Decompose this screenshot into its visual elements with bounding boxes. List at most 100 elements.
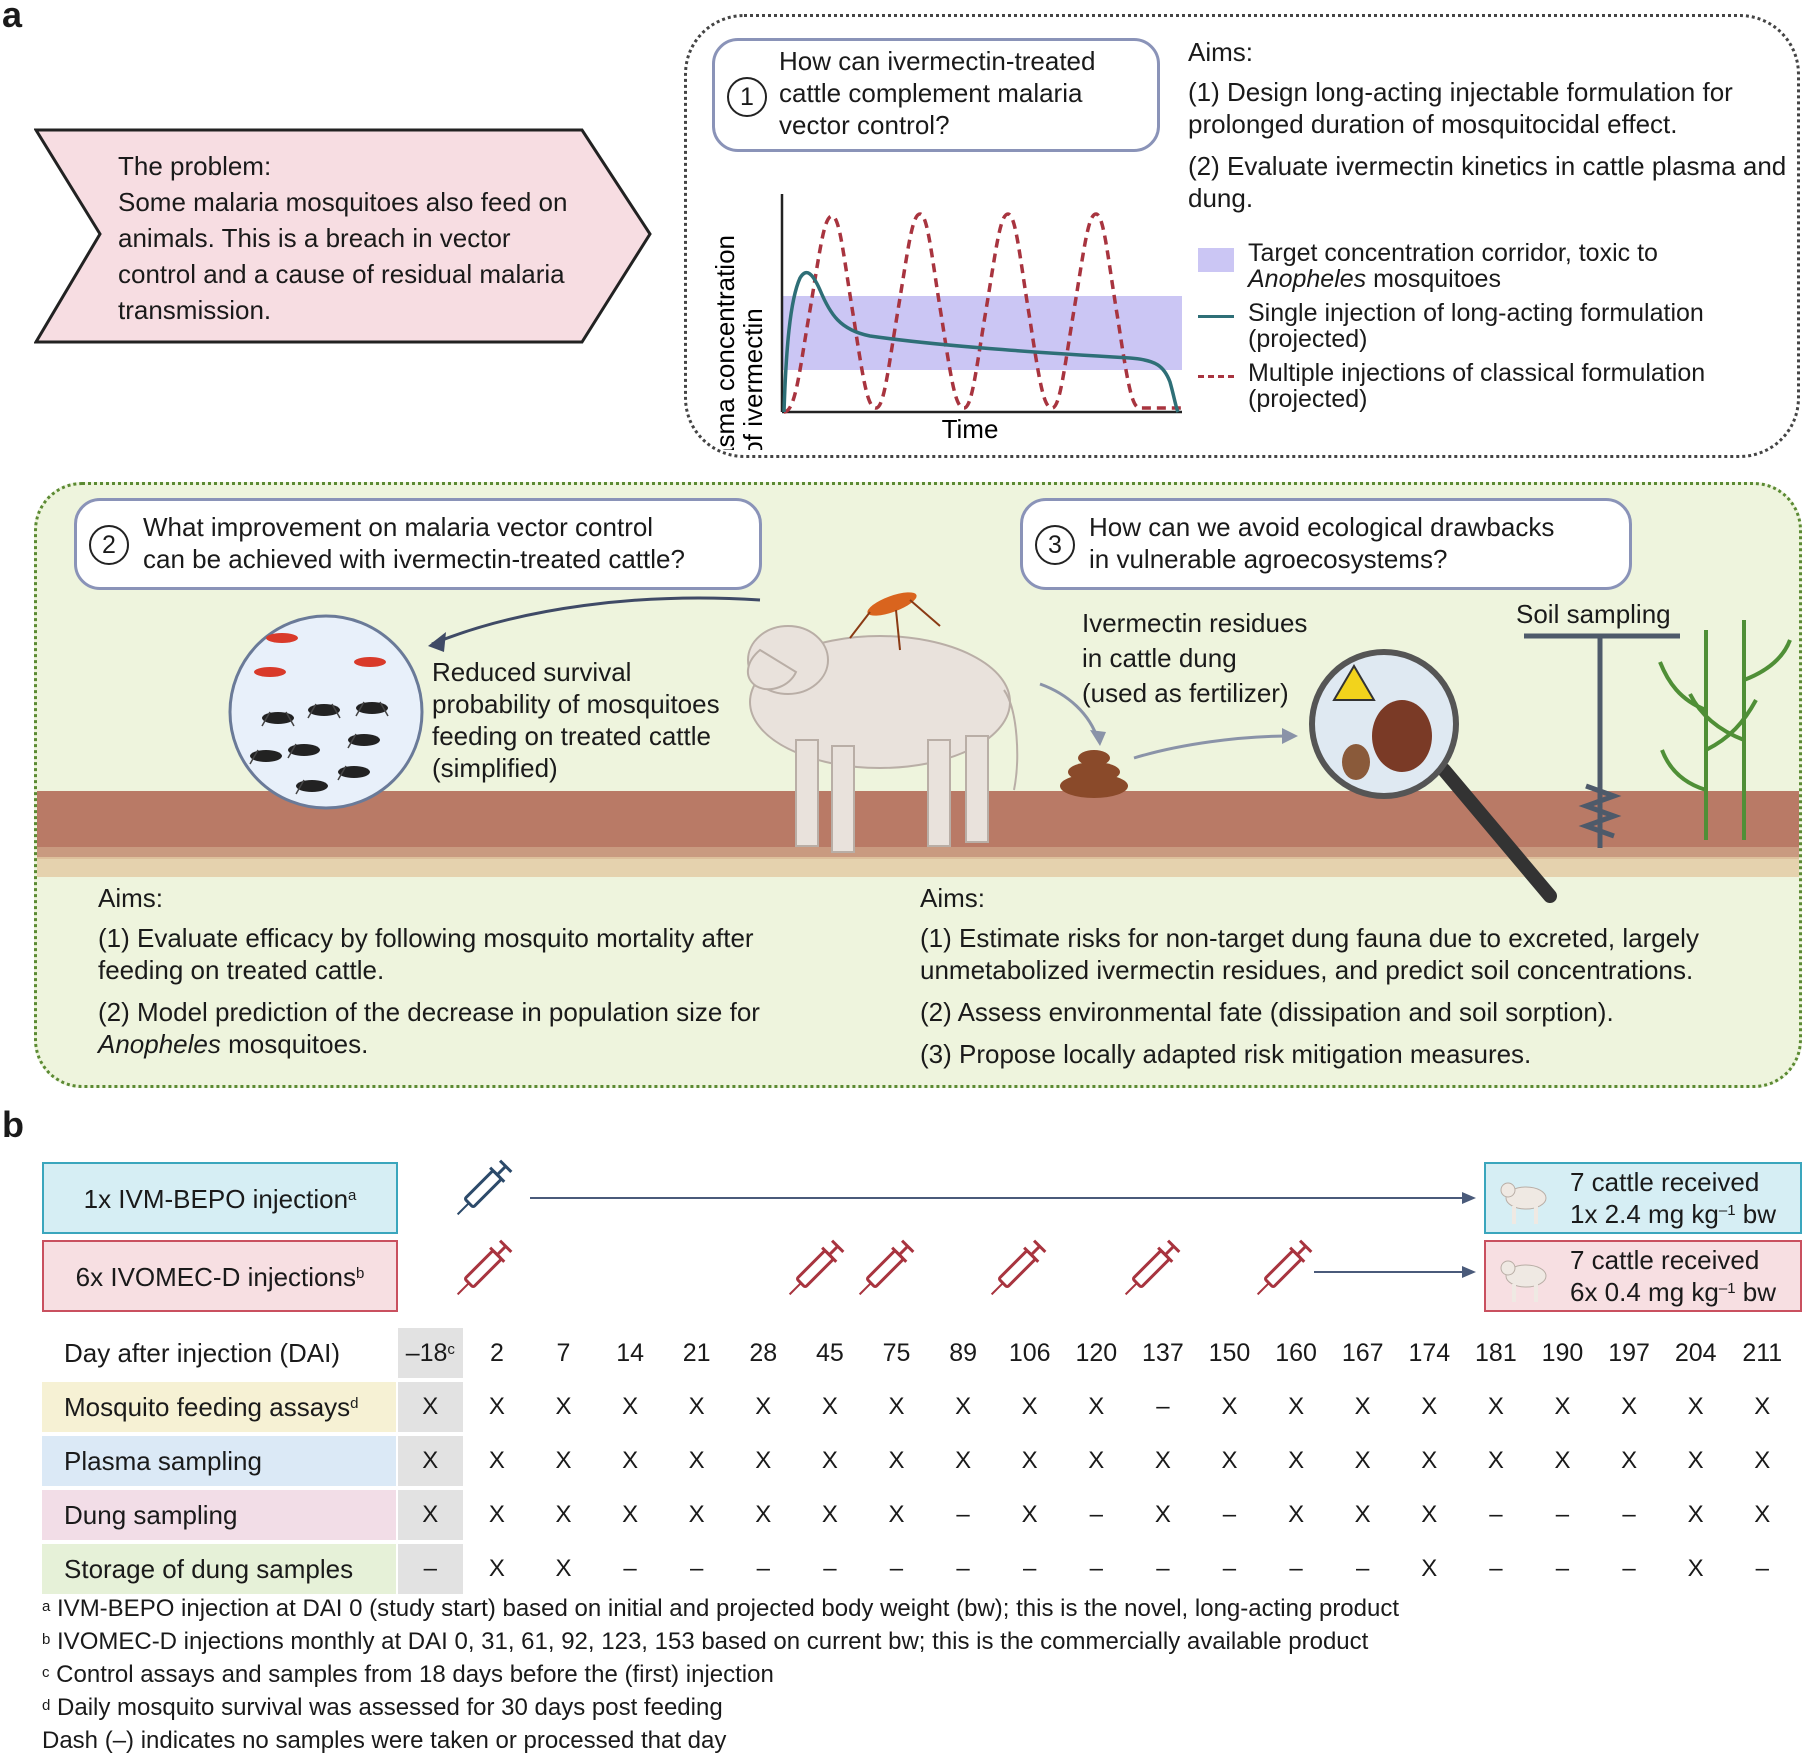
aims-3-heading: Aims: bbox=[920, 883, 985, 913]
table-cell: X bbox=[864, 1436, 929, 1486]
table-cell: – bbox=[864, 1544, 929, 1594]
table-cell: – bbox=[1596, 1490, 1662, 1540]
aims-3-item-1: (1) Estimate risks for non-target dung f… bbox=[920, 923, 1699, 985]
table-cell: X bbox=[464, 1490, 530, 1540]
group-2-result-box: 7 cattle received 6x 0.4 mg kg–1 bw bbox=[1484, 1240, 1802, 1312]
table-cell: X bbox=[1463, 1436, 1529, 1486]
table-cell: X bbox=[1397, 1382, 1462, 1432]
table-cell: – bbox=[930, 1490, 996, 1540]
aims-1: Aims: (1) Design long-acting injectable … bbox=[1188, 36, 1788, 224]
soil-sampling-label: Soil sampling bbox=[1516, 599, 1671, 629]
table-cell: X bbox=[398, 1490, 463, 1540]
table-cell: X bbox=[464, 1436, 530, 1486]
aims-2-item-2: (2) Model prediction of the decrease in … bbox=[98, 997, 760, 1059]
aims-2: Aims: (1) Evaluate efficacy by following… bbox=[98, 882, 878, 1070]
table-cell: X bbox=[398, 1382, 463, 1432]
table-cell: – bbox=[398, 1544, 463, 1594]
magnifier-illustration bbox=[1309, 649, 1557, 903]
table-cell: – bbox=[731, 1544, 796, 1594]
footnotes: a IVM-BEPO injection at DAI 0 (study sta… bbox=[42, 1592, 1802, 1757]
table-cell: – bbox=[930, 1544, 996, 1594]
question-2-line-1: What improvement on malaria vector contr… bbox=[143, 512, 654, 542]
table-cell: – bbox=[1530, 1544, 1595, 1594]
problem-heading: The problem: bbox=[118, 151, 272, 181]
syringe-icon-group-2-4 bbox=[983, 1237, 1049, 1303]
injection-timeline bbox=[449, 1158, 1476, 1303]
table-cell: X bbox=[997, 1382, 1062, 1432]
cattle-icon bbox=[1500, 1260, 1547, 1302]
table-day-19: 204 bbox=[1663, 1328, 1728, 1378]
table-cell: – bbox=[597, 1544, 663, 1594]
group-1-label-box: 1x IVM-BEPO injectiona bbox=[42, 1162, 398, 1234]
table-cell: X bbox=[1330, 1490, 1395, 1540]
table-cell: X bbox=[731, 1382, 796, 1432]
question-3-number: 3 bbox=[1035, 525, 1075, 565]
table-cell: X bbox=[1130, 1490, 1196, 1540]
question-1-text: How can ivermectin-treated cattle comple… bbox=[779, 46, 1096, 140]
arrow-to-mosquitoes bbox=[431, 596, 761, 646]
table-day-0: –18c bbox=[398, 1328, 463, 1378]
table-cell: X bbox=[1663, 1436, 1728, 1486]
table-day-2: 7 bbox=[531, 1328, 596, 1378]
table-cell: X bbox=[864, 1490, 929, 1540]
table-day-12: 150 bbox=[1197, 1328, 1262, 1378]
table-cell: – bbox=[1130, 1544, 1196, 1594]
aims-1-heading: Aims: bbox=[1188, 37, 1253, 67]
table-cell: X bbox=[930, 1382, 996, 1432]
group-1-result-box: 7 cattle received 1x 2.4 mg kg–1 bw bbox=[1484, 1162, 1802, 1234]
table-cell: X bbox=[797, 1382, 863, 1432]
aims-3-item-2: (2) Assess environmental fate (dissipati… bbox=[920, 997, 1614, 1027]
table-cell: X bbox=[664, 1436, 729, 1486]
table-cell: X bbox=[1130, 1436, 1196, 1486]
table-cell: – bbox=[1263, 1544, 1329, 1594]
table-cell: – bbox=[1596, 1544, 1662, 1594]
footnote-dash: Dash (–) indicates no samples were taken… bbox=[42, 1727, 727, 1754]
aims-1-item-2: (2) Evaluate ivermectin kinetics in catt… bbox=[1188, 151, 1787, 213]
table-day-18: 197 bbox=[1596, 1328, 1662, 1378]
aims-2-item-1: (1) Evaluate efficacy by following mosqu… bbox=[98, 923, 754, 985]
table-row-label: Dung sampling bbox=[42, 1490, 396, 1540]
cattle-illustration bbox=[746, 625, 1019, 853]
question-2-line-2: can be achieved with ivermectin-treated … bbox=[143, 544, 685, 574]
syringe-icon-group-2-2 bbox=[781, 1237, 847, 1303]
table-day-17: 190 bbox=[1530, 1328, 1595, 1378]
table-cell: – bbox=[997, 1544, 1062, 1594]
table-day-9: 106 bbox=[997, 1328, 1062, 1378]
table-cell: X bbox=[797, 1436, 863, 1486]
table-cell: X bbox=[1330, 1436, 1395, 1486]
table-cell: X bbox=[1730, 1490, 1795, 1540]
chart-ylabel-1: Plasma concentration bbox=[710, 235, 740, 450]
legend-multi-swatch bbox=[1198, 375, 1234, 378]
table-row-label: Mosquito feeding assaysd bbox=[42, 1382, 396, 1432]
table-cell: X bbox=[1330, 1382, 1395, 1432]
table-cell: X bbox=[1197, 1382, 1262, 1432]
table-cell: X bbox=[1397, 1436, 1462, 1486]
table-cell: X bbox=[398, 1436, 463, 1486]
syringe-icon-group-2-3 bbox=[851, 1237, 917, 1303]
group-1-result-line-1: 7 cattle received bbox=[1570, 1167, 1760, 1197]
table-cell: X bbox=[997, 1490, 1062, 1540]
problem-text-block: The problem: Some malaria mosquitoes als… bbox=[118, 148, 588, 328]
question-1-number: 1 bbox=[727, 77, 767, 117]
table-cell: – bbox=[797, 1544, 863, 1594]
legend-corridor-swatch bbox=[1198, 248, 1234, 272]
table-cell: X bbox=[464, 1544, 530, 1594]
corn-plants bbox=[1658, 620, 1792, 840]
table-header-label: Day after injection (DAI) bbox=[64, 1338, 340, 1368]
footnote-d: d Daily mosquito survival was assessed f… bbox=[42, 1694, 723, 1721]
question-3-box: 3 How can we avoid ecological drawbacks … bbox=[1020, 498, 1632, 590]
table-day-11: 137 bbox=[1130, 1328, 1196, 1378]
group-2-result-line-2: 6x 0.4 mg kg–1 bw bbox=[1570, 1277, 1777, 1307]
field-illustration bbox=[228, 592, 1792, 903]
table-cell: X bbox=[1596, 1436, 1662, 1486]
table-cell: – bbox=[1463, 1544, 1529, 1594]
table-cell: X bbox=[531, 1490, 596, 1540]
table-cell: – bbox=[1730, 1544, 1795, 1594]
table-cell: X bbox=[1064, 1436, 1129, 1486]
legend-multi-label: Multiple injections of classical formula… bbox=[1248, 359, 1706, 413]
table-cell: X bbox=[597, 1382, 663, 1432]
table-cell: – bbox=[1130, 1382, 1196, 1432]
table-cell: – bbox=[1197, 1544, 1262, 1594]
cattle-icon bbox=[1500, 1182, 1547, 1224]
